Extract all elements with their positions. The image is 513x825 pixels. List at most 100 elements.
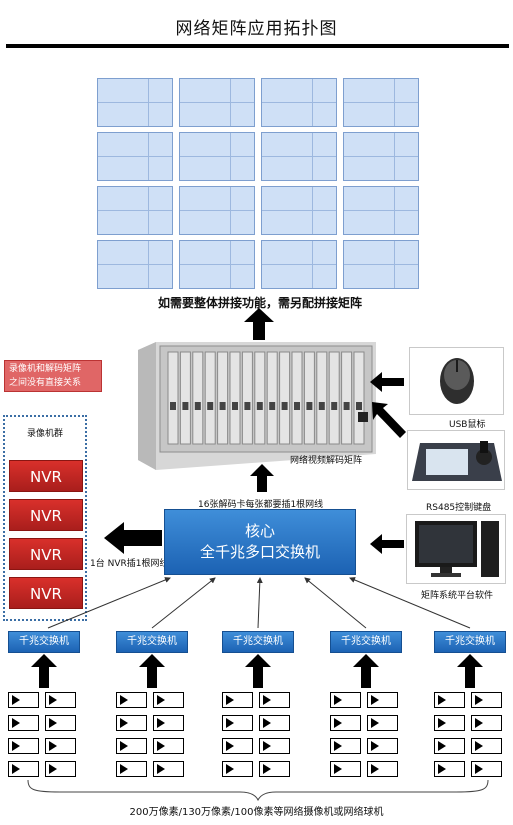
decoder-card bbox=[217, 351, 229, 445]
wall-screen bbox=[343, 240, 419, 289]
wall-screen bbox=[261, 78, 337, 127]
network-camera bbox=[330, 738, 361, 754]
network-camera bbox=[222, 715, 253, 731]
card-port bbox=[294, 402, 300, 410]
decoder-card bbox=[229, 351, 241, 445]
card-port bbox=[244, 402, 251, 410]
network-camera bbox=[434, 692, 465, 708]
up-arrow-to-wall bbox=[244, 308, 274, 340]
network-camera bbox=[116, 761, 147, 777]
pc-icon bbox=[415, 521, 499, 577]
nvr-box: NVR bbox=[9, 538, 83, 570]
wall-screen bbox=[97, 186, 173, 235]
decoder-card bbox=[279, 351, 291, 445]
network-camera bbox=[367, 738, 398, 754]
title-rule bbox=[6, 44, 509, 48]
wall-screen bbox=[343, 186, 419, 235]
wall-screen bbox=[97, 240, 173, 289]
mouse-box bbox=[409, 347, 504, 415]
keyboard-box bbox=[407, 430, 505, 490]
network-camera bbox=[330, 761, 361, 777]
decoder-card-note: 16张解码卡每张都要插1根网线 bbox=[198, 500, 324, 510]
decoder-card bbox=[291, 351, 303, 445]
wall-caption: 如需要整体拼接功能，需另配拼接矩阵 bbox=[157, 296, 362, 310]
up-arrow-to-switch bbox=[245, 654, 271, 688]
card-port bbox=[207, 402, 214, 410]
network-camera bbox=[434, 761, 465, 777]
core-switch-line1: 核心 bbox=[244, 522, 275, 540]
network-camera bbox=[8, 761, 39, 777]
decoder-card bbox=[266, 351, 278, 445]
recorder-note-line1: 录像机和解码矩阵 bbox=[9, 364, 82, 374]
network-camera bbox=[222, 761, 253, 777]
network-camera bbox=[367, 715, 398, 731]
network-camera bbox=[45, 715, 76, 731]
card-port bbox=[219, 402, 226, 410]
mouse-label: USB鼠标 bbox=[449, 420, 486, 430]
access-switch: 千兆交换机 bbox=[116, 631, 188, 653]
network-camera bbox=[471, 715, 502, 731]
wall-screen bbox=[97, 132, 173, 181]
nvr-box: NVR bbox=[9, 460, 83, 492]
decoder-card bbox=[241, 351, 253, 445]
network-camera bbox=[222, 738, 253, 754]
decoder-card bbox=[328, 351, 340, 445]
software-box bbox=[406, 514, 506, 584]
network-camera bbox=[153, 692, 184, 708]
video-wall bbox=[97, 78, 421, 290]
matrix-label: 网络视频解码矩阵 bbox=[290, 456, 363, 466]
network-camera bbox=[330, 692, 361, 708]
decoder-card bbox=[192, 351, 204, 445]
network-camera bbox=[153, 761, 184, 777]
card-port bbox=[269, 402, 276, 410]
network-camera bbox=[367, 692, 398, 708]
network-camera bbox=[153, 738, 184, 754]
access-switch: 千兆交换机 bbox=[434, 631, 506, 653]
card-port bbox=[182, 402, 189, 410]
network-camera bbox=[8, 715, 39, 731]
control-keyboard-icon bbox=[412, 441, 502, 481]
wall-screen bbox=[179, 240, 255, 289]
decoder-card bbox=[316, 351, 328, 445]
network-camera bbox=[259, 738, 290, 754]
core-switch-line2: 全千兆多口交换机 bbox=[199, 543, 320, 561]
network-camera bbox=[434, 715, 465, 731]
recorder-note: 录像机和解码矩阵 之间没有直接关系 bbox=[4, 360, 102, 392]
up-arrow-to-switch bbox=[353, 654, 379, 688]
decoder-card bbox=[204, 351, 216, 445]
decoder-card bbox=[341, 351, 353, 445]
nvr-box: NVR bbox=[9, 577, 83, 609]
wall-screen bbox=[343, 132, 419, 181]
access-switch: 千兆交换机 bbox=[330, 631, 402, 653]
up-arrow-to-switch bbox=[31, 654, 57, 688]
bottom-caption: 200万像素/130万像素/100像素等网络摄像机或网络球机 bbox=[129, 807, 384, 818]
wall-screen bbox=[179, 132, 255, 181]
decoder-card bbox=[303, 351, 315, 445]
network-camera bbox=[45, 761, 76, 777]
left-arrow-to-nvr bbox=[104, 522, 162, 554]
up-arrow-to-switch bbox=[139, 654, 165, 688]
network-camera bbox=[330, 715, 361, 731]
network-camera bbox=[259, 692, 290, 708]
wall-screen bbox=[261, 240, 337, 289]
wall-screen bbox=[261, 132, 337, 181]
network-camera bbox=[471, 738, 502, 754]
network-camera bbox=[259, 715, 290, 731]
card-port bbox=[318, 402, 325, 410]
uplink-arrows bbox=[47, 577, 471, 629]
mouse-icon bbox=[440, 358, 474, 404]
up-arrow-to-switch bbox=[457, 654, 483, 688]
network-camera bbox=[259, 761, 290, 777]
card-port bbox=[256, 402, 263, 410]
wall-screen bbox=[179, 186, 255, 235]
card-port bbox=[170, 402, 176, 410]
network-camera bbox=[8, 692, 39, 708]
network-camera bbox=[116, 738, 147, 754]
network-camera bbox=[471, 692, 502, 708]
card-port bbox=[232, 402, 238, 410]
card-port bbox=[306, 402, 313, 410]
network-camera bbox=[367, 761, 398, 777]
network-camera bbox=[116, 692, 147, 708]
card-port bbox=[281, 402, 288, 410]
network-camera bbox=[116, 715, 147, 731]
